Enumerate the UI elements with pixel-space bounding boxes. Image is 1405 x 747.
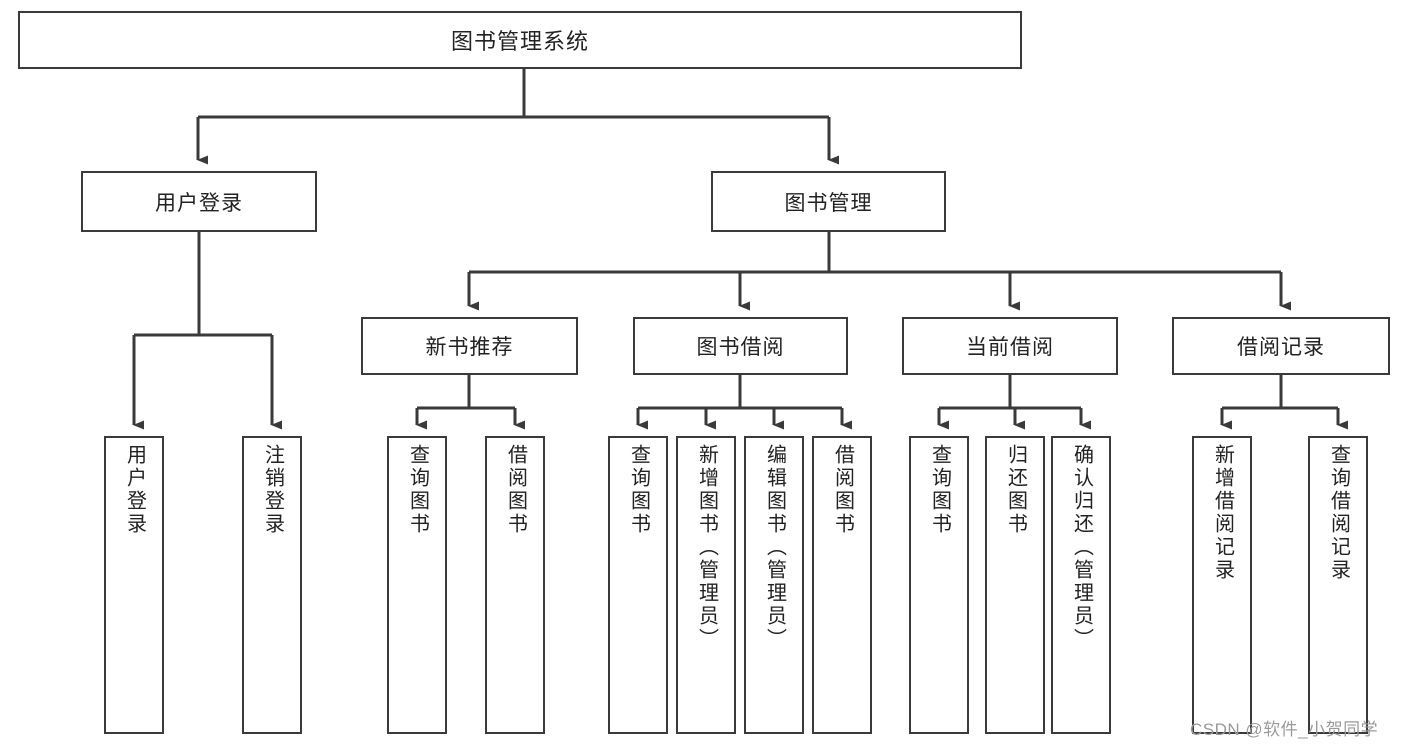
node-label: 注销登录 bbox=[261, 444, 284, 536]
node-borrow-record[interactable]: 借阅记录 bbox=[1172, 317, 1390, 375]
node-leaf-logout[interactable]: 注销登录 bbox=[242, 436, 302, 734]
node-user-login[interactable]: 用户登录 bbox=[81, 171, 317, 232]
node-leaf-borrow-book[interactable]: 借阅图书 bbox=[812, 436, 872, 734]
node-current-borrow[interactable]: 当前借阅 bbox=[902, 317, 1118, 375]
node-label: 借阅图书 bbox=[831, 444, 854, 536]
node-label: 查询借阅记录 bbox=[1327, 444, 1350, 582]
node-leaf-user-login[interactable]: 用户登录 bbox=[104, 436, 164, 734]
node-leaf-borrow-book-rec[interactable]: 借阅图书 bbox=[485, 436, 545, 734]
node-book-manage[interactable]: 图书管理 bbox=[711, 171, 946, 232]
node-leaf-query-book-rec[interactable]: 查询图书 bbox=[387, 436, 447, 734]
node-leaf-return-book[interactable]: 归还图书 bbox=[985, 436, 1045, 734]
node-label: 当前借阅 bbox=[966, 336, 1054, 359]
wire-group bbox=[132, 69, 1348, 430]
node-leaf-add-book[interactable]: 新增图书（管理员） bbox=[676, 436, 736, 734]
node-label: 查询图书 bbox=[627, 444, 650, 536]
node-label: 查询图书 bbox=[928, 444, 951, 536]
node-new-book-rec[interactable]: 新书推荐 bbox=[361, 317, 578, 375]
node-label: 查询图书 bbox=[406, 444, 429, 536]
node-label: 用户登录 bbox=[155, 191, 243, 215]
node-label: 图书管理 bbox=[784, 191, 873, 215]
node-leaf-query-book-cur[interactable]: 查询图书 bbox=[909, 436, 969, 734]
node-leaf-add-record[interactable]: 新增借阅记录 bbox=[1192, 436, 1252, 734]
csdn-watermark: CSDN @软件_小贺同学 bbox=[1190, 720, 1379, 739]
node-label: 新书推荐 bbox=[425, 336, 514, 359]
node-leaf-query-record[interactable]: 查询借阅记录 bbox=[1308, 436, 1368, 734]
node-leaf-edit-book[interactable]: 编辑图书（管理员） bbox=[744, 436, 804, 734]
node-label: 确认归还（管理员） bbox=[1070, 444, 1093, 651]
node-label: 归还图书 bbox=[1004, 444, 1027, 536]
node-label: 借阅记录 bbox=[1237, 336, 1325, 359]
node-root[interactable]: 图书管理系统 bbox=[18, 11, 1022, 69]
node-label: 用户登录 bbox=[123, 444, 146, 536]
node-label: 编辑图书（管理员） bbox=[763, 444, 786, 651]
node-label: 图书借阅 bbox=[696, 336, 785, 359]
node-leaf-query-book-borrow[interactable]: 查询图书 bbox=[608, 436, 668, 734]
node-book-borrow[interactable]: 图书借阅 bbox=[633, 317, 848, 375]
node-label: 新增借阅记录 bbox=[1211, 444, 1234, 582]
node-label: 新增图书（管理员） bbox=[695, 444, 718, 651]
node-label: 图书管理系统 bbox=[450, 29, 589, 54]
node-label: 借阅图书 bbox=[504, 444, 527, 536]
node-leaf-confirm-return[interactable]: 确认归还（管理员） bbox=[1051, 436, 1111, 734]
